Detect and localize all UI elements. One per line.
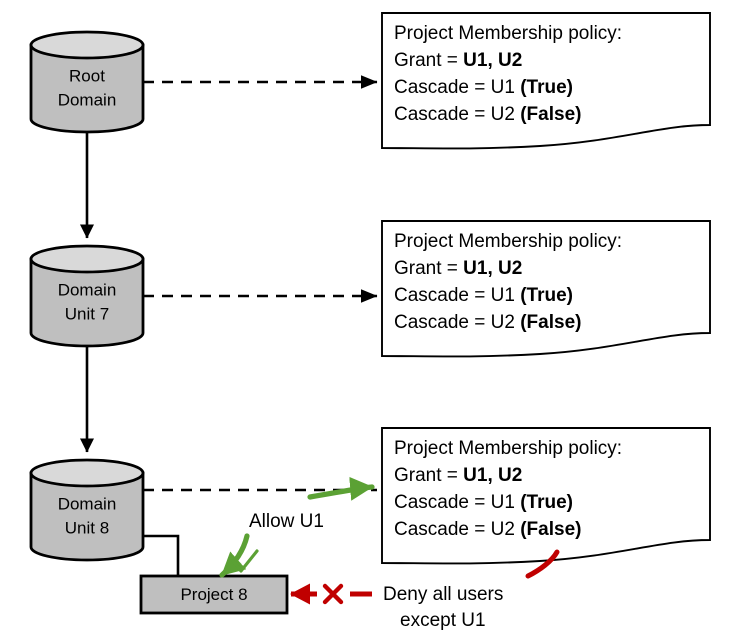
root-domain-cylinder-top [29,30,145,60]
domain-unit-7-label-line1: Domain [58,280,117,299]
domain-unit-8-cylinder-top [29,458,145,488]
policy-note-root-domain-line-1: Grant = U1, U2 [394,50,522,71]
root-domain-cylinder-body [29,43,145,134]
policy-note-domain-unit-7-heading: Project Membership policy: [394,231,622,252]
policy-note-domain-unit-8-shape [381,427,711,565]
domain-unit-7-cylinder-top [29,244,145,274]
node-root-domain[interactable]: Root Domain [29,30,145,134]
allow-arrow-to-project8 [219,533,250,578]
node-domain-unit-8[interactable]: Domain Unit 8 [29,458,145,562]
policy-note-domain-unit-8-heading: Project Membership policy: [394,438,622,459]
deny-label-line2: except U1 [400,610,486,631]
deny-arc-to-policy [525,549,560,579]
root-domain-label-line1: Root [69,66,105,85]
domain-unit-8-cylinder-body [29,471,145,562]
policy-note-root-domain-heading: Project Membership policy: [394,23,622,44]
domain-unit-8-label-line1: Domain [58,494,117,513]
project-8-box [139,574,289,615]
deny-label-line1: Deny all users [383,584,503,605]
domain-unit-7-cylinder-body [29,257,145,348]
deny-x-icon [322,583,344,605]
allow-arrow-to-policy [307,476,375,501]
domain-unit-7-label-line2: Unit 7 [65,304,109,323]
policy-note-root-domain-line-2: Cascade = U1 (True) [394,77,573,98]
policy-note-domain-unit-7-line-2: Cascade = U1 (True) [394,285,573,306]
policy-note-root-domain[interactable]: Project Membership policy: Grant = U1, U… [381,12,711,150]
policy-note-root-domain-line-3: Cascade = U2 (False) [394,104,581,125]
check-icon [231,549,259,573]
policy-note-domain-unit-7-shape [381,220,711,358]
policy-note-domain-unit-7-line-1: Grant = U1, U2 [394,258,522,279]
policy-note-domain-unit-8[interactable]: Project Membership policy: Grant = U1, U… [381,427,711,565]
domain-unit-8-label-line2: Unit 8 [65,518,109,537]
allow-u1-label: Allow U1 [249,511,324,532]
policy-note-domain-unit-8-line-1: Grant = U1, U2 [394,465,522,486]
connector-unit8-to-project8 [143,534,180,577]
policy-note-domain-unit-8-line-2: Cascade = U1 (True) [394,492,573,513]
node-domain-unit-7[interactable]: Domain Unit 7 [29,244,145,348]
project-8-label: Project 8 [180,585,247,604]
policy-note-domain-unit-8-line-3: Cascade = U2 (False) [394,519,581,540]
policy-note-root-domain-shape [381,12,711,150]
policy-note-domain-unit-7[interactable]: Project Membership policy: Grant = U1, U… [381,220,711,358]
root-domain-label-line2: Domain [58,90,117,109]
policy-note-domain-unit-7-line-3: Cascade = U2 (False) [394,312,581,333]
node-project-8[interactable]: Project 8 [139,574,289,615]
